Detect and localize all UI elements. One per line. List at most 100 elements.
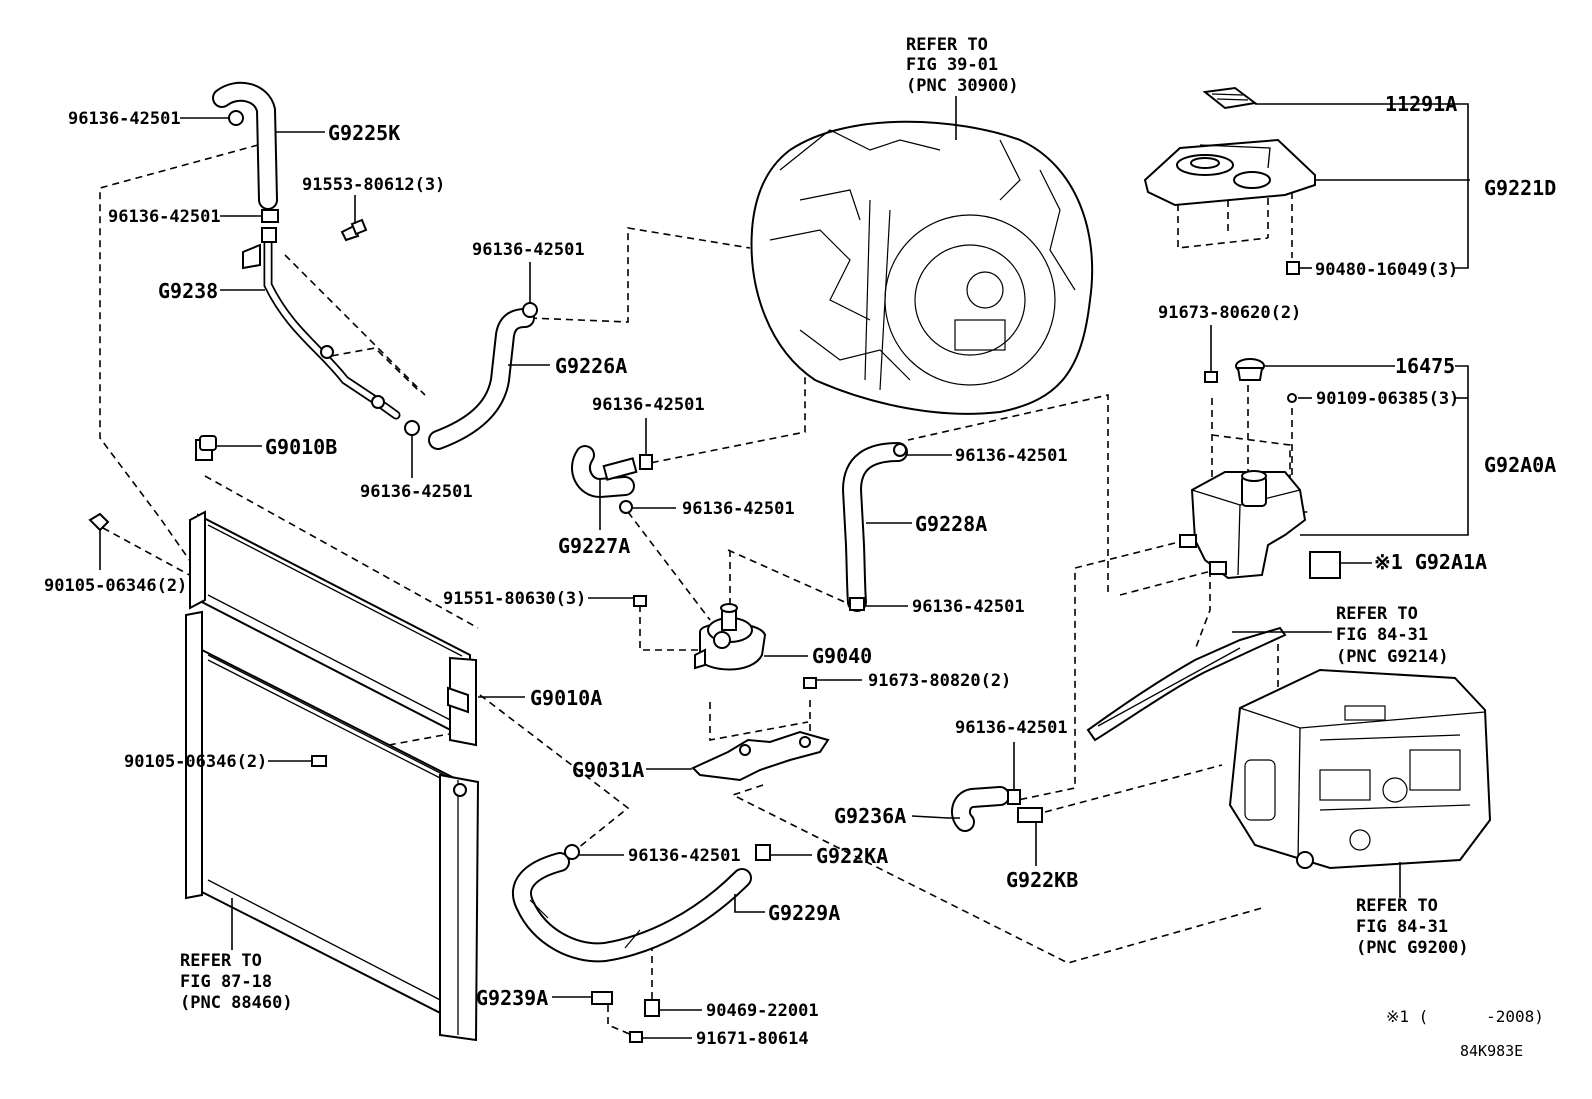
radiator-drawing [185,439,480,1042]
part-number-bolt: 91673-80620(2) [1158,303,1301,323]
part-code-g922ka: G922KA [816,844,888,868]
part-code-g922kb: G922KB [1006,868,1078,892]
ref-condenser-line1: REFER TO [180,951,262,971]
part-code-g9227a: G9227A [558,534,630,558]
clip-icon [522,302,538,318]
part-code-g92a1a: ※1 G92A1A [1374,550,1487,574]
mark-g92a1a-drawing [1309,551,1341,579]
part-code-g9236a: G9236A [834,804,906,828]
bolt-icon [311,755,327,767]
footnote: ※1 ( -2008) [1386,1007,1544,1026]
clip-icon [261,209,279,223]
clamp-icon [644,999,660,1017]
part-number-clip: 96136-42501 [628,846,741,866]
cap-icon [199,435,217,451]
bolt-icon [1204,371,1218,383]
part-number-clip: 96136-42501 [955,718,1068,738]
ref-inverter-line3: (PNC G9200) [1356,938,1469,958]
part-code-g9040: G9040 [812,644,872,668]
part-number-bolt: 91551-80630(3) [443,589,586,609]
part-labels: 96136-42501 G9225K 96136-42501 91553-806… [44,92,1556,1049]
clip-icon [228,110,244,126]
part-number-clip: 96136-42501 [68,109,181,129]
nut-icon [1286,261,1300,275]
part-code-g9010a: G9010A [530,686,602,710]
ref-transaxle-line2: FIG 39-01 [906,55,998,75]
part-number-clip: 96136-42501 [360,482,473,502]
part-number-bolt: 91673-80820(2) [868,671,1011,691]
part-number-bolt: 91553-80612(3) [302,175,445,195]
part-code-g92a0a: G92A0A [1484,453,1556,477]
part-code-g9238: G9238 [158,279,218,303]
transaxle-drawing [750,120,1094,415]
part-code-16475: 16475 [1395,354,1455,378]
clip-icon [619,500,633,514]
cover-g9221d-drawing [1143,138,1316,207]
part-number-bolt: 90105-06346(2) [124,752,267,772]
bolt-icon [88,512,110,532]
part-number-clip: 96136-42501 [955,446,1068,466]
ref-bracket-line1: REFER TO [1336,604,1418,624]
part-number-clip: 96136-42501 [682,499,795,519]
ref-transaxle-line1: REFER TO [906,35,988,55]
part-code-g9239a: G9239A [476,986,548,1010]
bolt-icon [803,677,817,689]
part-code-g9226a: G9226A [555,354,627,378]
part-number-clamp: 90469-22001 [706,1001,819,1021]
bolt-icon [1287,393,1297,403]
leader-lines [99,96,1470,1039]
joint-icon [755,844,771,861]
part-number-clip: 96136-42501 [592,395,705,415]
bolt-icon [633,595,647,607]
inverter-drawing [1228,668,1492,870]
part-code-g9031a: G9031A [572,758,644,782]
part-code-g9228a: G9228A [915,512,987,536]
ref-transaxle-line3: (PNC 30900) [906,76,1019,96]
part-code-g9225k: G9225K [328,121,400,145]
hose-g9227a-drawing [571,445,638,498]
bolt-head-icon [350,218,368,236]
joint-icon [1017,807,1043,823]
ref-bracket-line3: (PNC G9214) [1336,647,1449,667]
clip-icon [639,454,653,470]
part-code-g9221d: G9221D [1484,176,1556,200]
clip-icon [849,597,865,611]
bolt-icon [629,1031,643,1043]
ref-inverter-line2: FIG 84-31 [1356,917,1448,937]
clip-icon [564,844,580,860]
part-code-g9229a: G9229A [768,901,840,925]
part-number-clip: 96136-42501 [472,240,585,260]
bracket-icon [591,991,613,1005]
cap-16475-drawing [1235,358,1265,381]
bracket-g9031a-drawing [691,730,830,782]
hose-g9236a-drawing [951,786,1010,832]
diagram-id: 84K983E [1460,1042,1523,1060]
part-number-bolt: 90109-06385(3) [1316,389,1459,409]
part-code-g9010b: G9010B [265,435,337,459]
part-number-clip: 96136-42501 [912,597,1025,617]
ref-inverter-line1: REFER TO [1356,896,1438,916]
fasteners [88,110,1300,1043]
ref-condenser-line2: FIG 87-18 [180,972,272,992]
hose-g9229a-drawing [511,852,752,963]
label-11291a-drawing [1202,86,1258,110]
part-number-bolt: 90105-06346(2) [44,576,187,596]
water-pump-drawing [694,603,767,671]
pipe-g9238-drawing [242,227,401,420]
ref-condenser-line3: (PNC 88460) [180,993,293,1013]
coolant-reservoir-drawing [1179,470,1307,580]
clip-icon [1007,789,1021,805]
clip-icon [404,420,420,436]
bracket-g9214-drawing [1086,626,1287,742]
clip-icon [893,443,907,457]
part-number-nut: 90480-16049(3) [1315,260,1458,280]
part-number-bolt: 91671-80614 [696,1029,809,1049]
hose-g9226a-drawing [428,308,535,450]
reference-notes: REFER TO FIG 39-01 (PNC 30900) REFER TO … [180,35,1544,1060]
hose-g9228a-drawing [842,442,908,612]
hose-g9225k-drawing [212,81,278,210]
part-number-clip: 96136-42501 [108,207,221,227]
ref-bracket-line2: FIG 84-31 [1336,625,1428,645]
part-code-11291a: 11291A [1385,92,1457,116]
